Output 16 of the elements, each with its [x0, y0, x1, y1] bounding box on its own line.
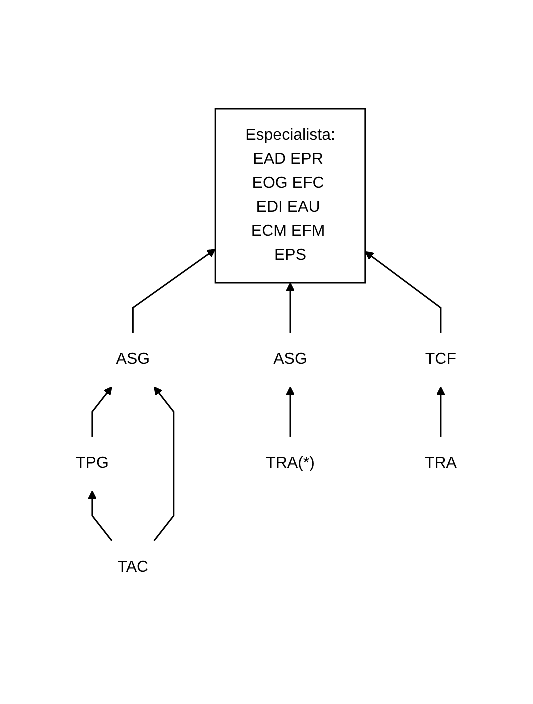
arrow	[286, 282, 295, 333]
node-box: Especialista: EAD EPR EOG EFC EDI EAU ECM EFM EPS	[214, 108, 366, 284]
arrow	[365, 251, 442, 333]
arrow	[132, 248, 216, 333]
arrow	[88, 490, 113, 542]
arrow	[436, 386, 446, 437]
arrow	[92, 386, 112, 437]
node-text: TPG	[76, 454, 109, 472]
arrow	[286, 386, 295, 437]
node-text: TCF	[425, 350, 457, 368]
node-text: ASG	[274, 350, 308, 368]
node-text: TRA	[424, 454, 457, 472]
node-text: TRA(*)	[266, 454, 315, 472]
node-text: ASG	[116, 350, 150, 368]
arrow	[154, 386, 175, 542]
node-text: TAC	[118, 558, 149, 576]
